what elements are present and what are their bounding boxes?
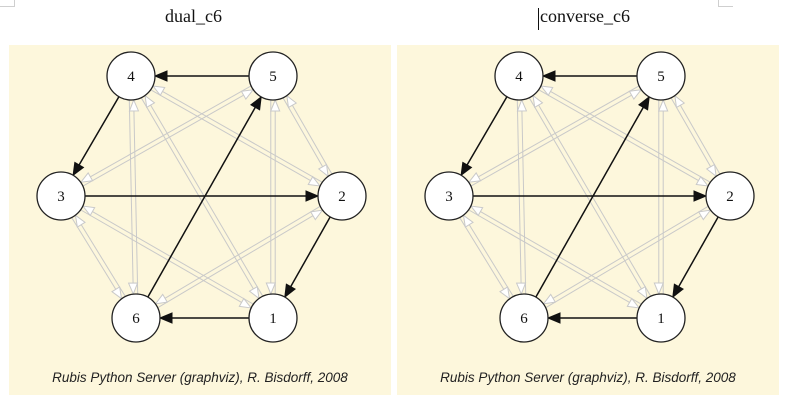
graph-node-6: 6 — [111, 293, 161, 343]
graph-panel-left: 1 2 3 4 5 6 Rubis Python Server (graphviz), R… — [9, 45, 391, 395]
strong-arc-3-2-L — [85, 190, 320, 202]
graph-node-label: 1 — [269, 311, 277, 327]
weak-arc-4-2-L — [150, 89, 322, 187]
graph-node-label: 1 — [657, 311, 665, 327]
weak-arc-2-4-R — [539, 85, 711, 183]
weak-arc-4-1-L — [140, 97, 260, 300]
graph-node-3: 3 — [36, 171, 86, 221]
weak-arc-1-3-L — [81, 205, 254, 305]
weak-arc-1-5-L — [269, 98, 281, 294]
graph-node-label: 4 — [127, 69, 135, 85]
graph-node-4: 4 — [494, 51, 544, 101]
weak-arc-2-4-L — [151, 85, 323, 183]
graph-svg-right: 1 2 3 4 5 6 — [424, 51, 755, 343]
page-corner-mark-right — [718, 0, 733, 7]
graph-node-label: 3 — [57, 189, 65, 205]
weak-arc-3-6-L — [71, 217, 123, 300]
weak-arc-1-3-R — [469, 205, 642, 305]
graph-node-label: 6 — [132, 311, 140, 327]
graph-node-label: 5 — [269, 69, 277, 85]
weak-arc-5-3-L — [79, 85, 252, 183]
graph-node-5: 5 — [248, 51, 298, 101]
weak-arc-5-2-L — [282, 97, 329, 178]
strong-arc-6-5-R — [535, 95, 650, 298]
weak-arc-6-3-R — [462, 214, 514, 297]
weak-arc-4-6-R — [515, 100, 527, 296]
strong-arc-6-5-L — [147, 95, 262, 298]
nodes-layer: 1 2 3 4 5 6 — [424, 51, 755, 343]
graph-node-label: 5 — [657, 69, 665, 85]
weak-arc-5-1-L — [265, 100, 277, 296]
strong-arc-2-1-L — [284, 216, 331, 299]
strong-arc-4-3-R — [460, 96, 508, 177]
graph-node-4: 4 — [106, 51, 156, 101]
graph-node-label: 2 — [338, 189, 346, 205]
weak-arc-4-1-R — [528, 97, 648, 300]
strong-arc-1-6-L — [158, 312, 249, 324]
graph-node-2: 2 — [705, 171, 755, 221]
strong-arc-2-1-R — [672, 216, 719, 299]
weak-arc-3-5-R — [470, 89, 643, 187]
weak-arc-4-2-R — [538, 89, 710, 187]
graph-node-3: 3 — [424, 171, 474, 221]
weak-arc-3-5-L — [82, 89, 255, 187]
weak-arc-1-5-R — [657, 98, 669, 294]
weak-arc-6-2-L — [157, 209, 324, 309]
graph-svg-left: 1 2 3 4 5 6 — [36, 51, 367, 343]
weak-arc-2-5-R — [674, 94, 721, 175]
graph-node-label: 6 — [520, 311, 528, 327]
weak-arc-6-2-R — [545, 209, 712, 309]
graph-node-label: 4 — [515, 69, 523, 85]
weak-arc-4-6-L — [127, 100, 139, 296]
page-corner-mark-left — [0, 0, 15, 7]
nodes-layer: 1 2 3 4 5 6 — [36, 51, 367, 343]
graph-node-6: 6 — [499, 293, 549, 343]
weak-arc-5-3-R — [467, 85, 640, 183]
graph-node-1: 1 — [636, 293, 686, 343]
graph-caption-left: Rubis Python Server (graphviz), R. Bisdo… — [52, 370, 348, 385]
graph-node-label: 3 — [445, 189, 453, 205]
weak-arc-3-1-R — [468, 209, 641, 309]
weak-arc-3-1-L — [80, 209, 253, 309]
graph-node-5: 5 — [636, 51, 686, 101]
weak-arc-2-6-L — [154, 205, 321, 305]
text-cursor — [538, 8, 539, 30]
graph-node-1: 1 — [248, 293, 298, 343]
graph-panel-right: 1 2 3 4 5 6 Rubis Python Server (graphviz), R… — [397, 45, 779, 395]
weak-arc-6-3-L — [74, 214, 126, 297]
graph-caption-right: Rubis Python Server (graphviz), R. Bisdo… — [440, 370, 736, 385]
weak-arc-3-6-R — [459, 217, 511, 300]
strong-arc-1-6-R — [546, 312, 637, 324]
strong-arc-3-2-R — [473, 190, 708, 202]
graph-node-2: 2 — [317, 171, 367, 221]
graph-node-label: 2 — [726, 189, 734, 205]
weak-arc-2-6-R — [542, 205, 709, 305]
strong-arc-5-4-R — [541, 70, 637, 82]
arcs-layer — [459, 70, 721, 324]
graph-title-left: dual_c6 — [165, 6, 222, 26]
strong-arc-4-3-L — [72, 96, 120, 177]
weak-arc-5-1-R — [653, 100, 665, 296]
weak-arc-5-2-R — [670, 97, 717, 178]
graph-title-right: converse_c6 — [540, 6, 630, 26]
arcs-layer — [71, 70, 333, 324]
weak-arc-6-4-R — [516, 98, 528, 294]
weak-arc-1-4-R — [532, 94, 652, 297]
weak-arc-6-4-L — [128, 98, 140, 294]
weak-arc-1-4-L — [144, 94, 264, 297]
weak-arc-2-5-L — [286, 94, 333, 175]
strong-arc-5-4-L — [153, 70, 249, 82]
